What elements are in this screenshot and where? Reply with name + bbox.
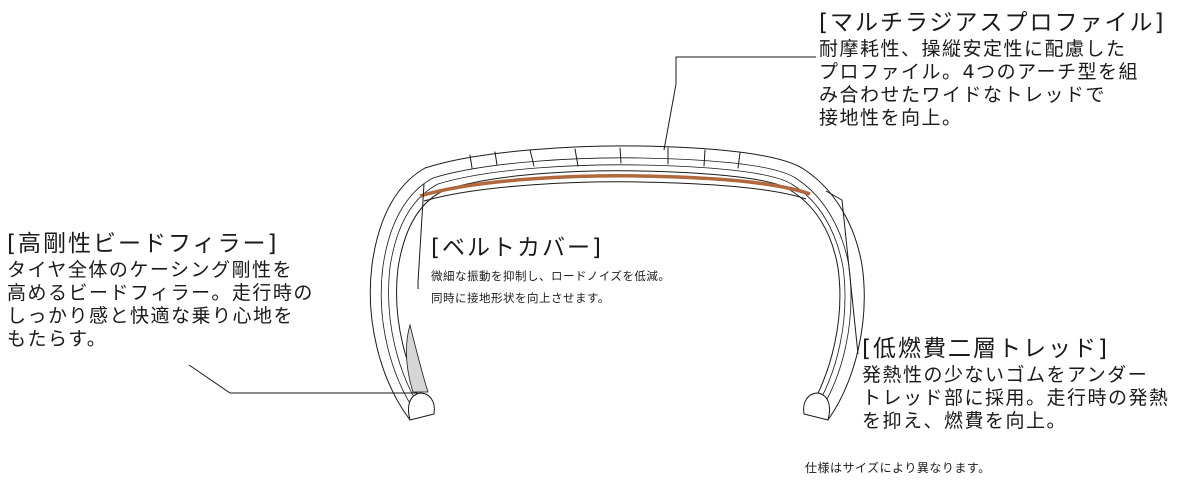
bead-left <box>407 392 435 421</box>
footnote: 仕様はサイズにより異なります。 <box>805 461 991 475</box>
tread-groove <box>469 154 473 169</box>
callout-description: 発熱性の少ないゴムをアンダー トレッド部に採用。走行時の発熱 を抑え、燃費を向上… <box>862 364 1170 432</box>
tread-groove <box>494 151 498 166</box>
belt-cover-layer <box>419 174 811 198</box>
callout-title: [ベルトカバー] <box>431 235 603 261</box>
tire-outer-contour <box>369 145 865 421</box>
tire-inner-contour <box>396 170 841 413</box>
tread-groove <box>619 147 622 164</box>
leader-multi-radius <box>663 56 816 151</box>
callout-description: タイヤ全体のケーシング剛性を 高めるビードフィラー。走行時の しっかり感と快適な… <box>7 259 314 350</box>
bead-right <box>803 392 831 421</box>
bead-filler-highlight <box>406 323 429 393</box>
leader-belt-cover <box>417 183 425 289</box>
callout-belt-cover: [ベルトカバー] 微細な振動を抑制し、ロードノイズを低減。 同時に接地形状を向上… <box>431 233 670 309</box>
callout-high-stiffness-bead-filler: [高剛性ビードフィラー] タイヤ全体のケーシング剛性を 高めるビードフィラー。走… <box>7 229 314 351</box>
callout-description: 耐摩耗性、操縦安定性に配慮した プロファイル。4つのアーチ型を組 み合わせたワイ… <box>819 38 1139 129</box>
tread-groove <box>737 152 741 169</box>
leader-bead-filler <box>188 364 418 394</box>
tread-groove <box>703 149 706 167</box>
belt-layer <box>423 181 807 202</box>
tread-groove <box>529 149 535 167</box>
callout-description: 微細な振動を抑制し、ロードノイズを低減。 同時に接地形状を向上させます。 <box>431 269 671 305</box>
callout-multi-radius-profile: [マルチラジアスプロファイル] 耐摩耗性、操縦安定性に配慮した プロファイル。4… <box>819 8 1166 130</box>
tread-groove <box>574 148 579 167</box>
callout-dual-layer-tread: [低燃費二層トレッド] 発熱性の少ないゴムをアンダー トレッド部に採用。走行時の… <box>862 334 1170 433</box>
callout-title: [マルチラジアスプロファイル] <box>819 10 1166 36</box>
casing-ply <box>388 164 846 415</box>
leader-dual-layer-tread <box>825 190 859 355</box>
callout-title: [高剛性ビードフィラー] <box>7 231 279 257</box>
callout-title: [低燃費二層トレッド] <box>862 336 1109 362</box>
